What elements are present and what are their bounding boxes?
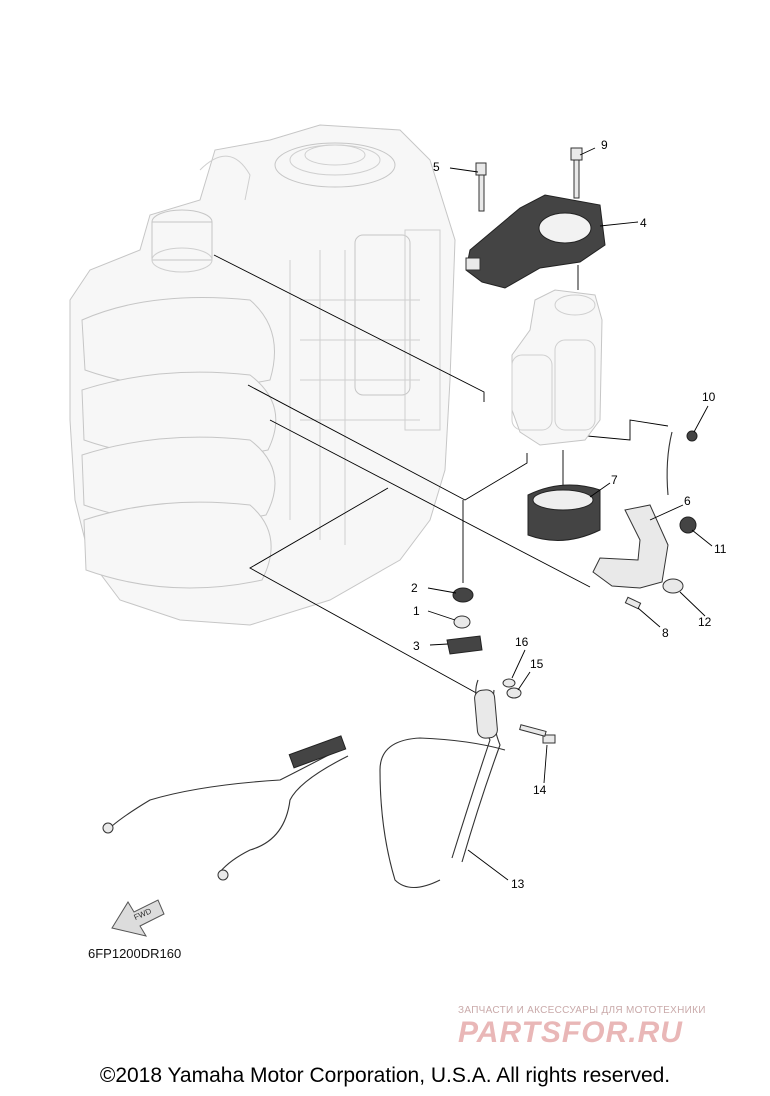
callout-12: 12 [698, 615, 712, 629]
part-8-bolt [624, 596, 642, 610]
callout-9: 9 [601, 138, 608, 152]
watermark-subtitle: ЗАПЧАСТИ И АКСЕССУАРЫ ДЛЯ МОТОТЕХНИКИ [458, 1005, 706, 1016]
callout-3: 3 [413, 639, 420, 653]
engine-block-outline [69, 124, 456, 626]
callout-6: 6 [684, 494, 691, 508]
part-13-battery-cable [102, 679, 506, 889]
part-15-nut [506, 687, 522, 699]
callout-8: 8 [662, 626, 669, 640]
part-9-bolt [570, 147, 583, 199]
part-5-bolt [475, 162, 487, 212]
diagram-code: 6FP1200DR160 [88, 946, 182, 961]
part-6-bracket [592, 504, 669, 589]
callout-5: 5 [433, 160, 440, 174]
callout-leaders [427, 147, 713, 881]
callout-16: 16 [515, 635, 529, 649]
part-7-band [527, 484, 601, 541]
part-12-clip [662, 578, 684, 594]
watermark-logo: PARTSFOR.RU [458, 1016, 683, 1049]
starter-motor [511, 289, 603, 446]
callout-10: 10 [702, 390, 716, 404]
part-11-cable-clamp [679, 516, 697, 534]
callout-4: 4 [640, 216, 647, 230]
callout-14: 14 [533, 783, 547, 797]
copyright-footer: ©2018 Yamaha Motor Corporation, U.S.A. A… [99, 1064, 671, 1087]
part-10-screw [666, 430, 698, 496]
part-3-cover [446, 635, 483, 655]
part-16-washer [502, 678, 516, 688]
callout-2: 2 [411, 581, 418, 595]
callout-15: 15 [530, 657, 544, 671]
callout-7: 7 [611, 473, 618, 487]
reference-lines [213, 254, 669, 696]
part-14-bolt [519, 724, 556, 744]
part-2-grommet [452, 587, 474, 603]
part-1-nut [453, 615, 471, 629]
callout-11: 11 [714, 542, 727, 556]
fwd-direction-arrow: FWD [111, 899, 165, 937]
callout-1: 1 [413, 604, 420, 618]
part-4-starter-bracket [465, 194, 606, 289]
callout-13: 13 [511, 877, 525, 891]
